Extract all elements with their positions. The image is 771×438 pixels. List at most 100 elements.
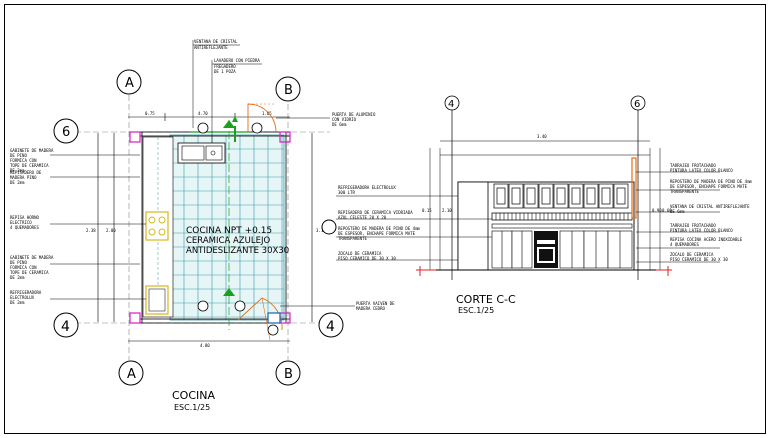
note-sink: FREGADERO — [214, 64, 236, 69]
floor-finish: ANTIDESLIZANTE 30X30 — [186, 246, 289, 256]
section-note-text: PISO CERAMICO DE 30 X 30 — [670, 257, 728, 262]
section-leaders — [336, 171, 720, 263]
drawing-frame — [4, 4, 766, 434]
plan-note-text: DE PINO — [10, 153, 27, 158]
plan-note-text: DE 2mm — [10, 168, 25, 173]
section-note-text: ZOCALO DE CERAMICA — [338, 251, 382, 256]
note-door: CON VIDRIO — [332, 117, 357, 122]
section-note-text: DE ESPESOR, ENCHAPE FORMICA MATE — [670, 184, 748, 189]
axis-label-b: B — [284, 83, 293, 98]
section-note-text: REPISA COCINA ACERO INOXIDABLE — [670, 237, 743, 242]
axis-label-a: A — [127, 367, 136, 382]
note-window: ANTIREFLEJANTE — [194, 45, 228, 50]
plan-note-text: REPISA HORNO — [10, 215, 39, 220]
plan-note-text: DE 2mm — [10, 300, 25, 305]
section-axis-label: 4 — [448, 99, 454, 110]
window-column — [631, 157, 637, 219]
backsplash-tiles — [491, 212, 633, 221]
dim-label: 2.00 — [106, 228, 116, 233]
refrigerator — [145, 285, 169, 315]
fridge-elevation — [457, 181, 489, 271]
dim-label: 0.90 — [652, 208, 662, 213]
note-door: PUERTA DE ALUMINIO — [332, 112, 376, 117]
plan-note-text: ELECTROLUX — [10, 295, 35, 300]
dim-label: 0.60 — [662, 208, 672, 213]
dim-label: 1.05 — [262, 111, 272, 116]
plan-note-text: REPISADERO DE — [10, 170, 42, 175]
note-leaders — [50, 40, 355, 307]
note-door: DE 6mm — [332, 122, 347, 127]
section-note-text: PINTURA LATEX COLOR BLANCO — [670, 228, 733, 233]
section-note-text: DE ESPESOR, ENCHAPE FORMICA MATE — [338, 231, 416, 236]
axis-label-4: 4 — [326, 319, 335, 335]
note-door: MADERA CEDRO — [356, 306, 385, 311]
countertop-line — [491, 223, 633, 229]
axis-label-a: A — [125, 76, 134, 91]
plan-note-text: DE 2mm — [10, 275, 25, 280]
section-view: 4 6 3.40 0.15 2.10 0.90 0.60 — [336, 95, 752, 315]
plan-note-text: ELECTRICO — [10, 220, 32, 225]
axis-label-4: 4 — [61, 319, 70, 335]
plan-note-text: 4 QUEMADORES — [10, 225, 39, 230]
plan-note-text: MADERA PINO — [10, 175, 37, 180]
note-window: VENTANA DE CRISTAL — [194, 39, 238, 44]
plan-note-text: FORMICA CON — [10, 158, 37, 163]
section-note-text: REPOSTERO DE MADERA DE PINO DE 4mm — [338, 226, 420, 231]
section-scale: ESC.1/25 — [458, 306, 494, 315]
axis-label-6: 6 — [62, 125, 70, 140]
dim-label: 3.40 — [537, 134, 547, 139]
plan-note-text: DE 2mm — [10, 180, 25, 185]
plan-title: COCINA — [172, 389, 215, 402]
section-note-text: REPISADERO DE CERAMICA VIDRIADA — [338, 210, 413, 215]
section-note-text: ZOCALO DE CERAMICA — [670, 252, 714, 257]
columns — [129, 131, 291, 324]
section-axis-label: 6 — [634, 99, 640, 110]
room-label: COCINA NPT +0.15 — [186, 226, 272, 236]
dim-label: 4.70 — [198, 111, 208, 116]
axis-bubbles — [53, 69, 344, 386]
dim-label: 3.10 — [316, 228, 326, 233]
plan-scale: ESC.1/25 — [174, 403, 210, 412]
plan-view: 0.75 4.70 1.05 4.80 2.38 2.00 3.10 — [10, 39, 395, 412]
section-note-text: REFRIGERADORA ELECTROLUX — [338, 185, 396, 190]
section-note-text: TARRAJEO FROTACHADO — [670, 163, 716, 168]
section-note-text: DE 6mm — [670, 209, 685, 214]
floor-finish: CERAMICA AZULEJO — [186, 236, 270, 246]
section-note-text: VENTANA DE CRISTAL ANTIREFLEJANTE — [670, 204, 750, 209]
plan-note-text: TOPE DE CERAMICA — [10, 163, 49, 168]
plan-note-text: REFRIGERADORA — [10, 290, 42, 295]
dim-label: 2.38 — [86, 228, 96, 233]
sink — [177, 142, 226, 164]
section-note-text: PISO CERAMICO DE 30 X 30 — [338, 256, 396, 261]
plan-note-text: GABINETE DE MADERA — [10, 255, 54, 260]
plan-note-text: GABINETE DE MADERA — [10, 148, 54, 153]
plan-dimensions — [97, 113, 313, 342]
section-note-text: 4 QUEMADORES — [670, 242, 699, 247]
plan-note-text: TOPE DE CERAMICA — [10, 270, 49, 275]
dim-label: 4.80 — [200, 343, 210, 348]
lower-cabinets — [491, 230, 633, 269]
dim-label: 2.10 — [442, 208, 452, 213]
section-note-text: TARRAJEO FROTACHADO — [670, 223, 716, 228]
stove — [145, 211, 169, 241]
section-note-text: TRANSPARENTE — [670, 189, 699, 194]
section-note-text: AZUL CELESTE 20 X 20 — [338, 215, 387, 220]
section-note-text: TRANSPARENTE — [338, 236, 367, 241]
upper-cabinets — [493, 183, 629, 209]
note-sink: DE 1 POZA — [214, 69, 236, 74]
plan-note-text: FORMICA CON — [10, 265, 37, 270]
plan-note-text: DE PINO — [10, 260, 27, 265]
note-door: PUERTA VAIVEN DE — [356, 301, 395, 306]
note-sink: LAVADERO CON PIEDRA — [214, 58, 260, 63]
dim-label: 0.15 — [422, 208, 432, 213]
section-title: CORTE C-C — [456, 293, 516, 306]
section-note-text: 300 LTR — [338, 190, 355, 195]
section-note-text: PINTURA LATEX COLOR BLANCO — [670, 168, 733, 173]
section-note-text: REPOSTERO DE MADERA DE PINO DE 4mm — [670, 179, 752, 184]
dim-label: 0.75 — [145, 111, 155, 116]
backsplash — [491, 212, 633, 221]
axis-label-b: B — [284, 367, 293, 382]
